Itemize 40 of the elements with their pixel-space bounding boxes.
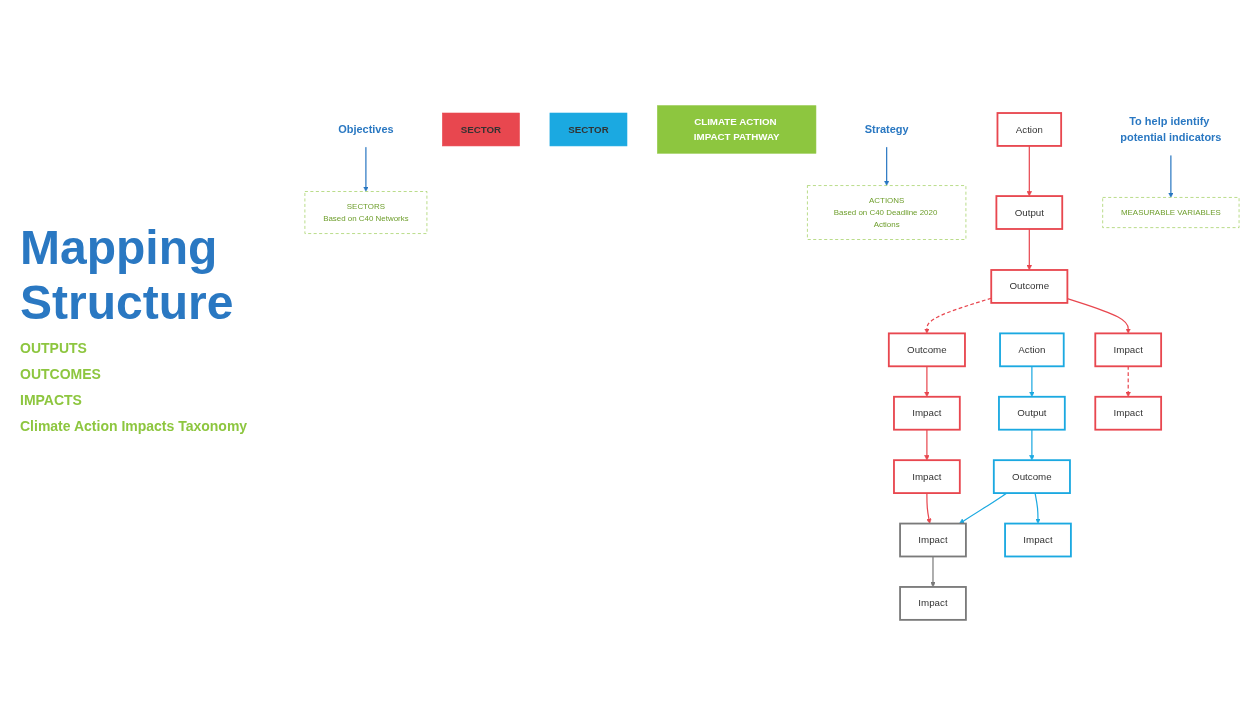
arrow [1029,428,1035,461]
node-box: Impact [1094,395,1163,431]
node-box: SECTOR [442,112,520,146]
node-box: Action [996,111,1063,147]
row-label: Climate Action Impacts Taxonomy [20,418,249,434]
node-box: Impact [893,395,961,431]
node-text: To help identify potential indicators [1120,114,1222,144]
row-label: OUTPUTS [20,340,88,356]
node-text: Objectives [338,122,394,135]
node-box: Impact [1094,332,1163,367]
diagram-title: Mapping Structure [20,220,235,330]
row-label: IMPACTS [20,392,83,408]
arrow [930,555,936,587]
arrow [1026,228,1032,270]
arrow [959,492,1008,524]
node-box: Output [998,395,1066,431]
arrow [884,145,890,186]
node-box: Impact [899,585,967,621]
arrow [924,428,930,461]
node-box: Impact [1004,522,1072,557]
arrow [924,365,930,397]
node-box: Impact [893,458,961,494]
node-box: Action [999,332,1065,367]
arrow [924,297,992,334]
row-label: OUTCOMES [20,366,102,382]
arrow [363,145,369,192]
arrow [1125,365,1131,397]
arrow [1168,154,1174,198]
node-box: SECTOR [549,112,628,146]
node-box: Outcome [992,458,1071,494]
arrow [926,492,932,524]
arrow [1026,144,1032,196]
node-text: Strategy [864,122,909,135]
node-box: Impact [899,522,967,557]
node-box: CLIMATE ACTION IMPACT PATHWAY [657,105,817,154]
node-box: Outcome [887,332,966,367]
arrow [1034,492,1041,524]
node-box: Output [995,194,1064,230]
arrow [1029,365,1035,397]
node-box: Outcome [990,268,1069,304]
